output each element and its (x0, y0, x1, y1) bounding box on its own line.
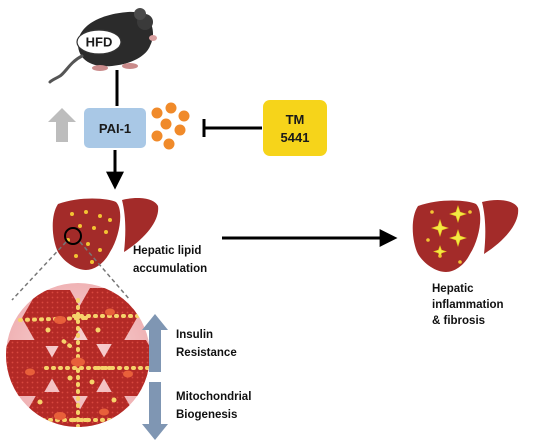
lipid-label-line2: accumulation (133, 263, 207, 275)
mito-label-line2: Biogenesis (176, 409, 237, 421)
inflamed-liver-icon (412, 200, 519, 272)
increase-arrow-icon (48, 108, 76, 142)
pai1-box: PAI-1 (84, 108, 146, 148)
inflammation-label-line2: inflammation (432, 299, 504, 311)
tm-label-line2: 5441 (281, 130, 310, 145)
inhibition-line (202, 119, 262, 137)
zoom-circle (64, 227, 82, 245)
hfd-badge-label: HFD (86, 35, 113, 50)
mito-label-line1: Mitochondrial (176, 391, 251, 403)
insulin-label-line1: Insulin (176, 329, 213, 341)
liver-icon (52, 198, 159, 270)
sparkle-icons (431, 205, 467, 258)
tm5441-box: TM 5441 (263, 100, 327, 156)
mitochondrial-biogenesis-label: Mitochondrial Biogenesis (176, 391, 251, 421)
pai1-label: PAI-1 (99, 121, 131, 136)
insulin-resistance-label: Insulin Resistance (176, 329, 237, 359)
insulin-up-arrow-icon (142, 314, 168, 372)
lipid-accumulation-label: Hepatic lipid accumulation (133, 245, 207, 275)
zoom-lines (11, 241, 131, 301)
mito-down-arrow-icon (142, 382, 168, 440)
tm-label-line1: TM (286, 112, 305, 127)
inflammation-label: Hepatic inflammation & fibrosis (432, 283, 504, 327)
hexagon-tissue-icon (6, 283, 150, 427)
inflammation-label-line1: Hepatic (432, 283, 474, 295)
hfd-badge: HFD (76, 29, 122, 55)
pai1-particles (151, 102, 190, 150)
inflammation-label-line3: & fibrosis (432, 315, 485, 327)
insulin-label-line2: Resistance (176, 347, 237, 359)
lipid-label-line1: Hepatic lipid (133, 245, 201, 257)
